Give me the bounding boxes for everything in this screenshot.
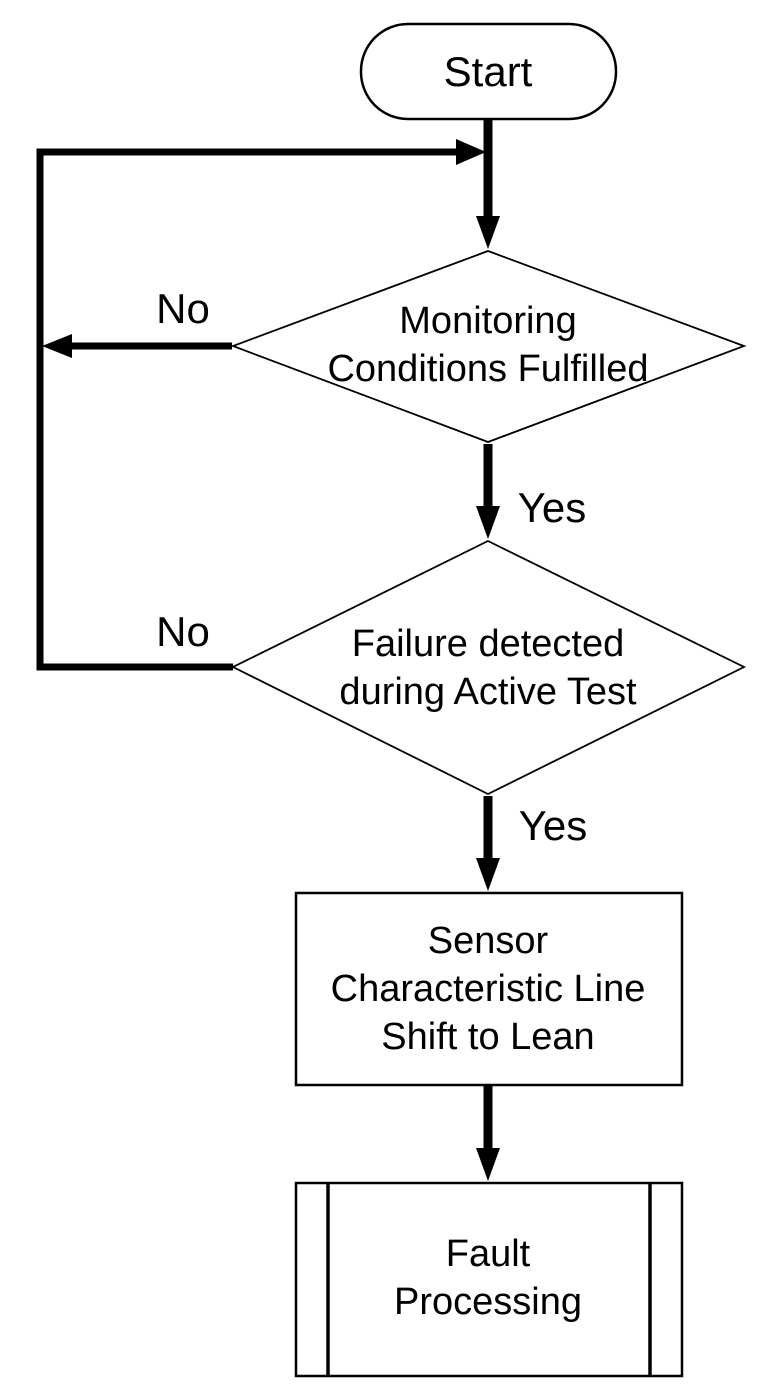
edge-decision1-decision2-arrowhead-icon (476, 506, 500, 539)
decision1-no-label: No (156, 285, 210, 332)
decision1-yes-label: Yes (517, 484, 587, 531)
decision2-label-line1: Failure detected (351, 623, 625, 665)
start-label: Start (444, 51, 533, 93)
edge-start-decision1-arrowhead-icon (476, 216, 500, 249)
start-terminator-shape (359, 22, 618, 121)
decision2-label: Failure detected during Active Test (339, 620, 636, 716)
decision2-label-line2: during Active Test (339, 671, 637, 713)
start-label-line: Start (443, 48, 533, 95)
decision2-diamond-shape (230, 539, 747, 796)
process1-label-line2: Characteristic Line (330, 968, 646, 1010)
decision2-yes-label: Yes (518, 802, 588, 849)
process1-label: Sensor Characteristic Line Shift to Lean (331, 917, 646, 1061)
feedback-loop-arrowhead-icon (456, 139, 486, 165)
decision1-label-line2: Conditions Fulfilled (327, 348, 649, 390)
process2-label-line1: Fault (445, 1233, 531, 1275)
decision1-diamond-shape (230, 250, 747, 443)
process2-rect-shape (294, 1181, 684, 1378)
feedback-loop-line (36, 148, 458, 671)
edge-process1-process2-arrowhead-icon (476, 1148, 500, 1181)
process1-rect-shape (294, 891, 684, 1087)
edge-decision2-process1-arrowhead-icon (476, 858, 500, 891)
decision2-no-label: No (156, 608, 210, 655)
decision1-label-line1: Monitoring (399, 300, 577, 342)
process2-label: Fault Processing (394, 1230, 582, 1326)
process1-label-line1: Sensor (427, 920, 549, 962)
process2-label-line2: Processing (394, 1281, 582, 1323)
process1-label-line3: Shift to Lean (381, 1016, 595, 1058)
decision1-no-arrowhead-icon (42, 334, 72, 358)
decision1-label: Monitoring Conditions Fulfilled (327, 297, 648, 393)
